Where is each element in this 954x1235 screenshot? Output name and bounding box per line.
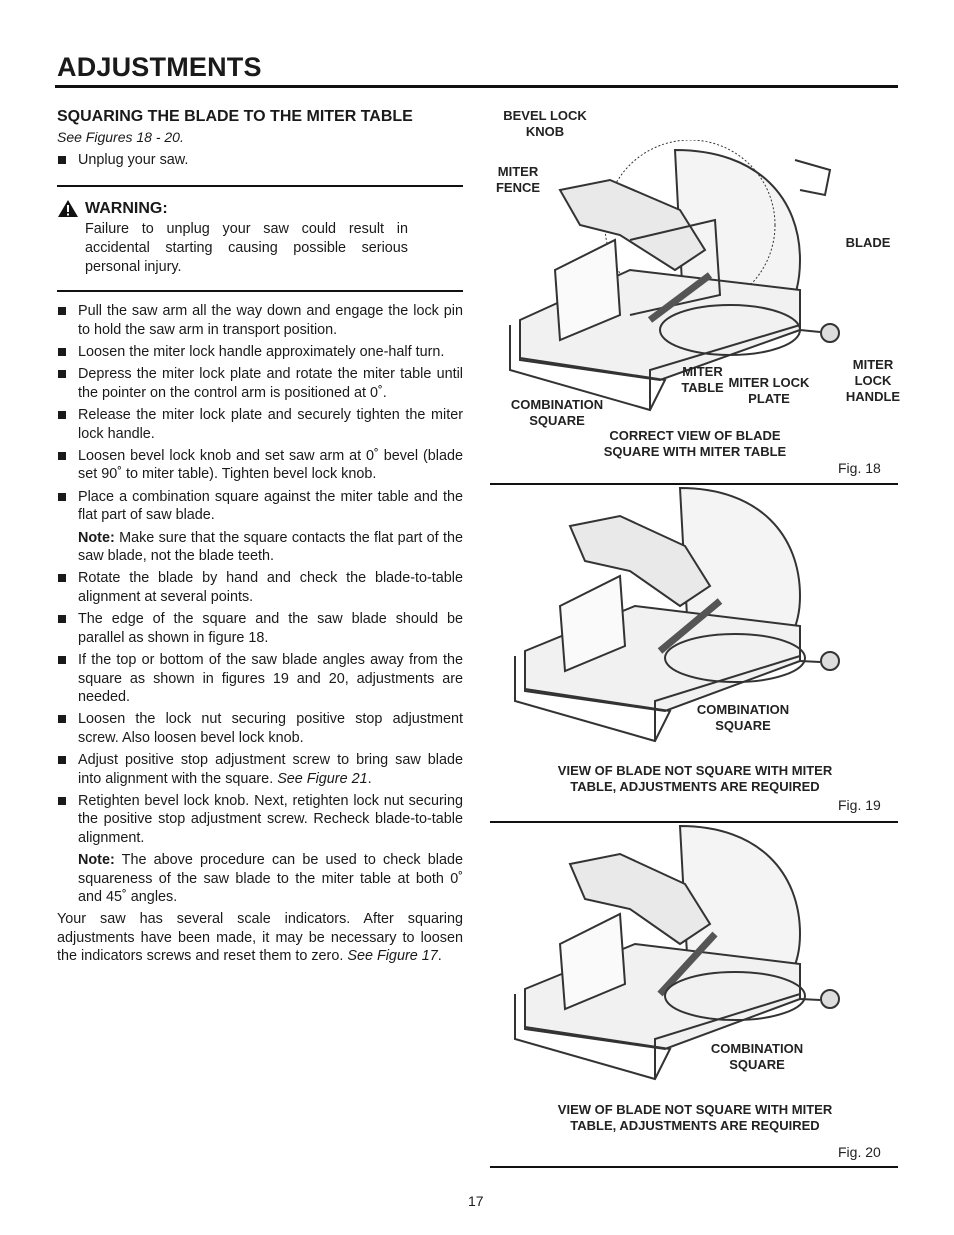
section-heading: SQUARING THE BLADE TO THE MITER TABLE — [57, 108, 413, 125]
instructions-column: SQUARING THE BLADE TO THE MITER TABLE Se… — [57, 108, 463, 966]
miter-saw-illustration-fig18 — [509, 140, 840, 412]
list-item: Pull the saw arm all the way down and en… — [57, 302, 463, 339]
list-item: Loosen the miter lock handle approximate… — [57, 343, 463, 361]
list-item: Loosen bevel lock knob and set saw arm a… — [57, 447, 463, 484]
label-combination-square-fig19: COMBINATION SQUARE — [696, 702, 790, 733]
divider — [57, 290, 463, 293]
label-miter-fence: MITER FENCE — [495, 164, 541, 195]
figure-divider — [490, 821, 898, 823]
fig20-caption: VIEW OF BLADE NOT SQUARE WITH MITER TABL… — [557, 1102, 833, 1133]
label-miter-table: MITER TABLE — [681, 364, 724, 395]
note-square-contact: Note: Make sure that the square contacts… — [78, 529, 463, 565]
steps-list-c: Adjust positive stop adjustment screw to… — [57, 751, 463, 847]
steps-list-a: Pull the saw arm all the way down and en… — [57, 302, 463, 524]
label-bevel-lock-knob: BEVEL LOCK KNOB — [503, 108, 587, 139]
divider — [57, 185, 463, 188]
label-miter-lock-plate: MITER LOCK PLATE — [728, 375, 810, 406]
warning-heading: WARNING: — [57, 199, 463, 218]
fig18-number: Fig. 18 — [838, 460, 881, 476]
title-rule — [55, 85, 898, 88]
list-item: Rotate the blade by hand and check the b… — [57, 569, 463, 606]
label-miter-lock-handle: MITER LOCK HANDLE — [845, 357, 901, 404]
list-item: If the top or bottom of the saw blade an… — [57, 651, 463, 706]
label-combination-square: COMBINATION SQUARE — [510, 397, 604, 428]
page-title: ADJUSTMENTS — [57, 52, 262, 82]
list-item: Loosen the lock nut securing positive st… — [57, 710, 463, 747]
see-figures-ref: See Figures 18 - 20. — [57, 129, 184, 145]
pre-bullet-list: Unplug your saw. — [57, 151, 463, 169]
steps-list-b: Rotate the blade by hand and check the b… — [57, 569, 463, 747]
warning-label: WARNING: — [85, 199, 168, 217]
warning-triangle-icon — [58, 200, 78, 218]
fig19-caption: VIEW OF BLADE NOT SQUARE WITH MITER TABL… — [557, 763, 833, 794]
closing-paragraph: Your saw has several scale indicators. A… — [57, 911, 463, 965]
list-item: Retighten bevel lock knob. Next, retight… — [57, 792, 463, 847]
warning-text: Failure to unplug your saw could result … — [85, 221, 408, 275]
list-item: Place a combination square against the m… — [57, 488, 463, 525]
list-item: Release the miter lock plate and securel… — [57, 406, 463, 443]
list-item: Depress the miter lock plate and rotate … — [57, 365, 463, 402]
figure-divider — [490, 1166, 898, 1168]
label-combination-square-fig20: COMBINATION SQUARE — [710, 1041, 804, 1072]
note-angles: Note: The above procedure can be used to… — [78, 852, 463, 905]
fig18-caption: CORRECT VIEW OF BLADE SQUARE WITH MITER … — [603, 428, 787, 459]
miter-saw-illustration-fig20 — [514, 824, 840, 1081]
list-item: Unplug your saw. — [57, 151, 463, 169]
figure-divider — [490, 483, 898, 485]
fig20-number: Fig. 20 — [838, 1144, 881, 1160]
page-number: 17 — [468, 1193, 484, 1209]
list-item: Adjust positive stop adjustment screw to… — [57, 751, 463, 788]
warning-box: WARNING: Failure to unplug your saw coul… — [57, 187, 463, 290]
miter-saw-illustration-fig19 — [514, 486, 840, 743]
list-item: The edge of the square and the saw blade… — [57, 610, 463, 647]
label-blade: BLADE — [845, 235, 891, 250]
fig19-number: Fig. 19 — [838, 797, 881, 813]
